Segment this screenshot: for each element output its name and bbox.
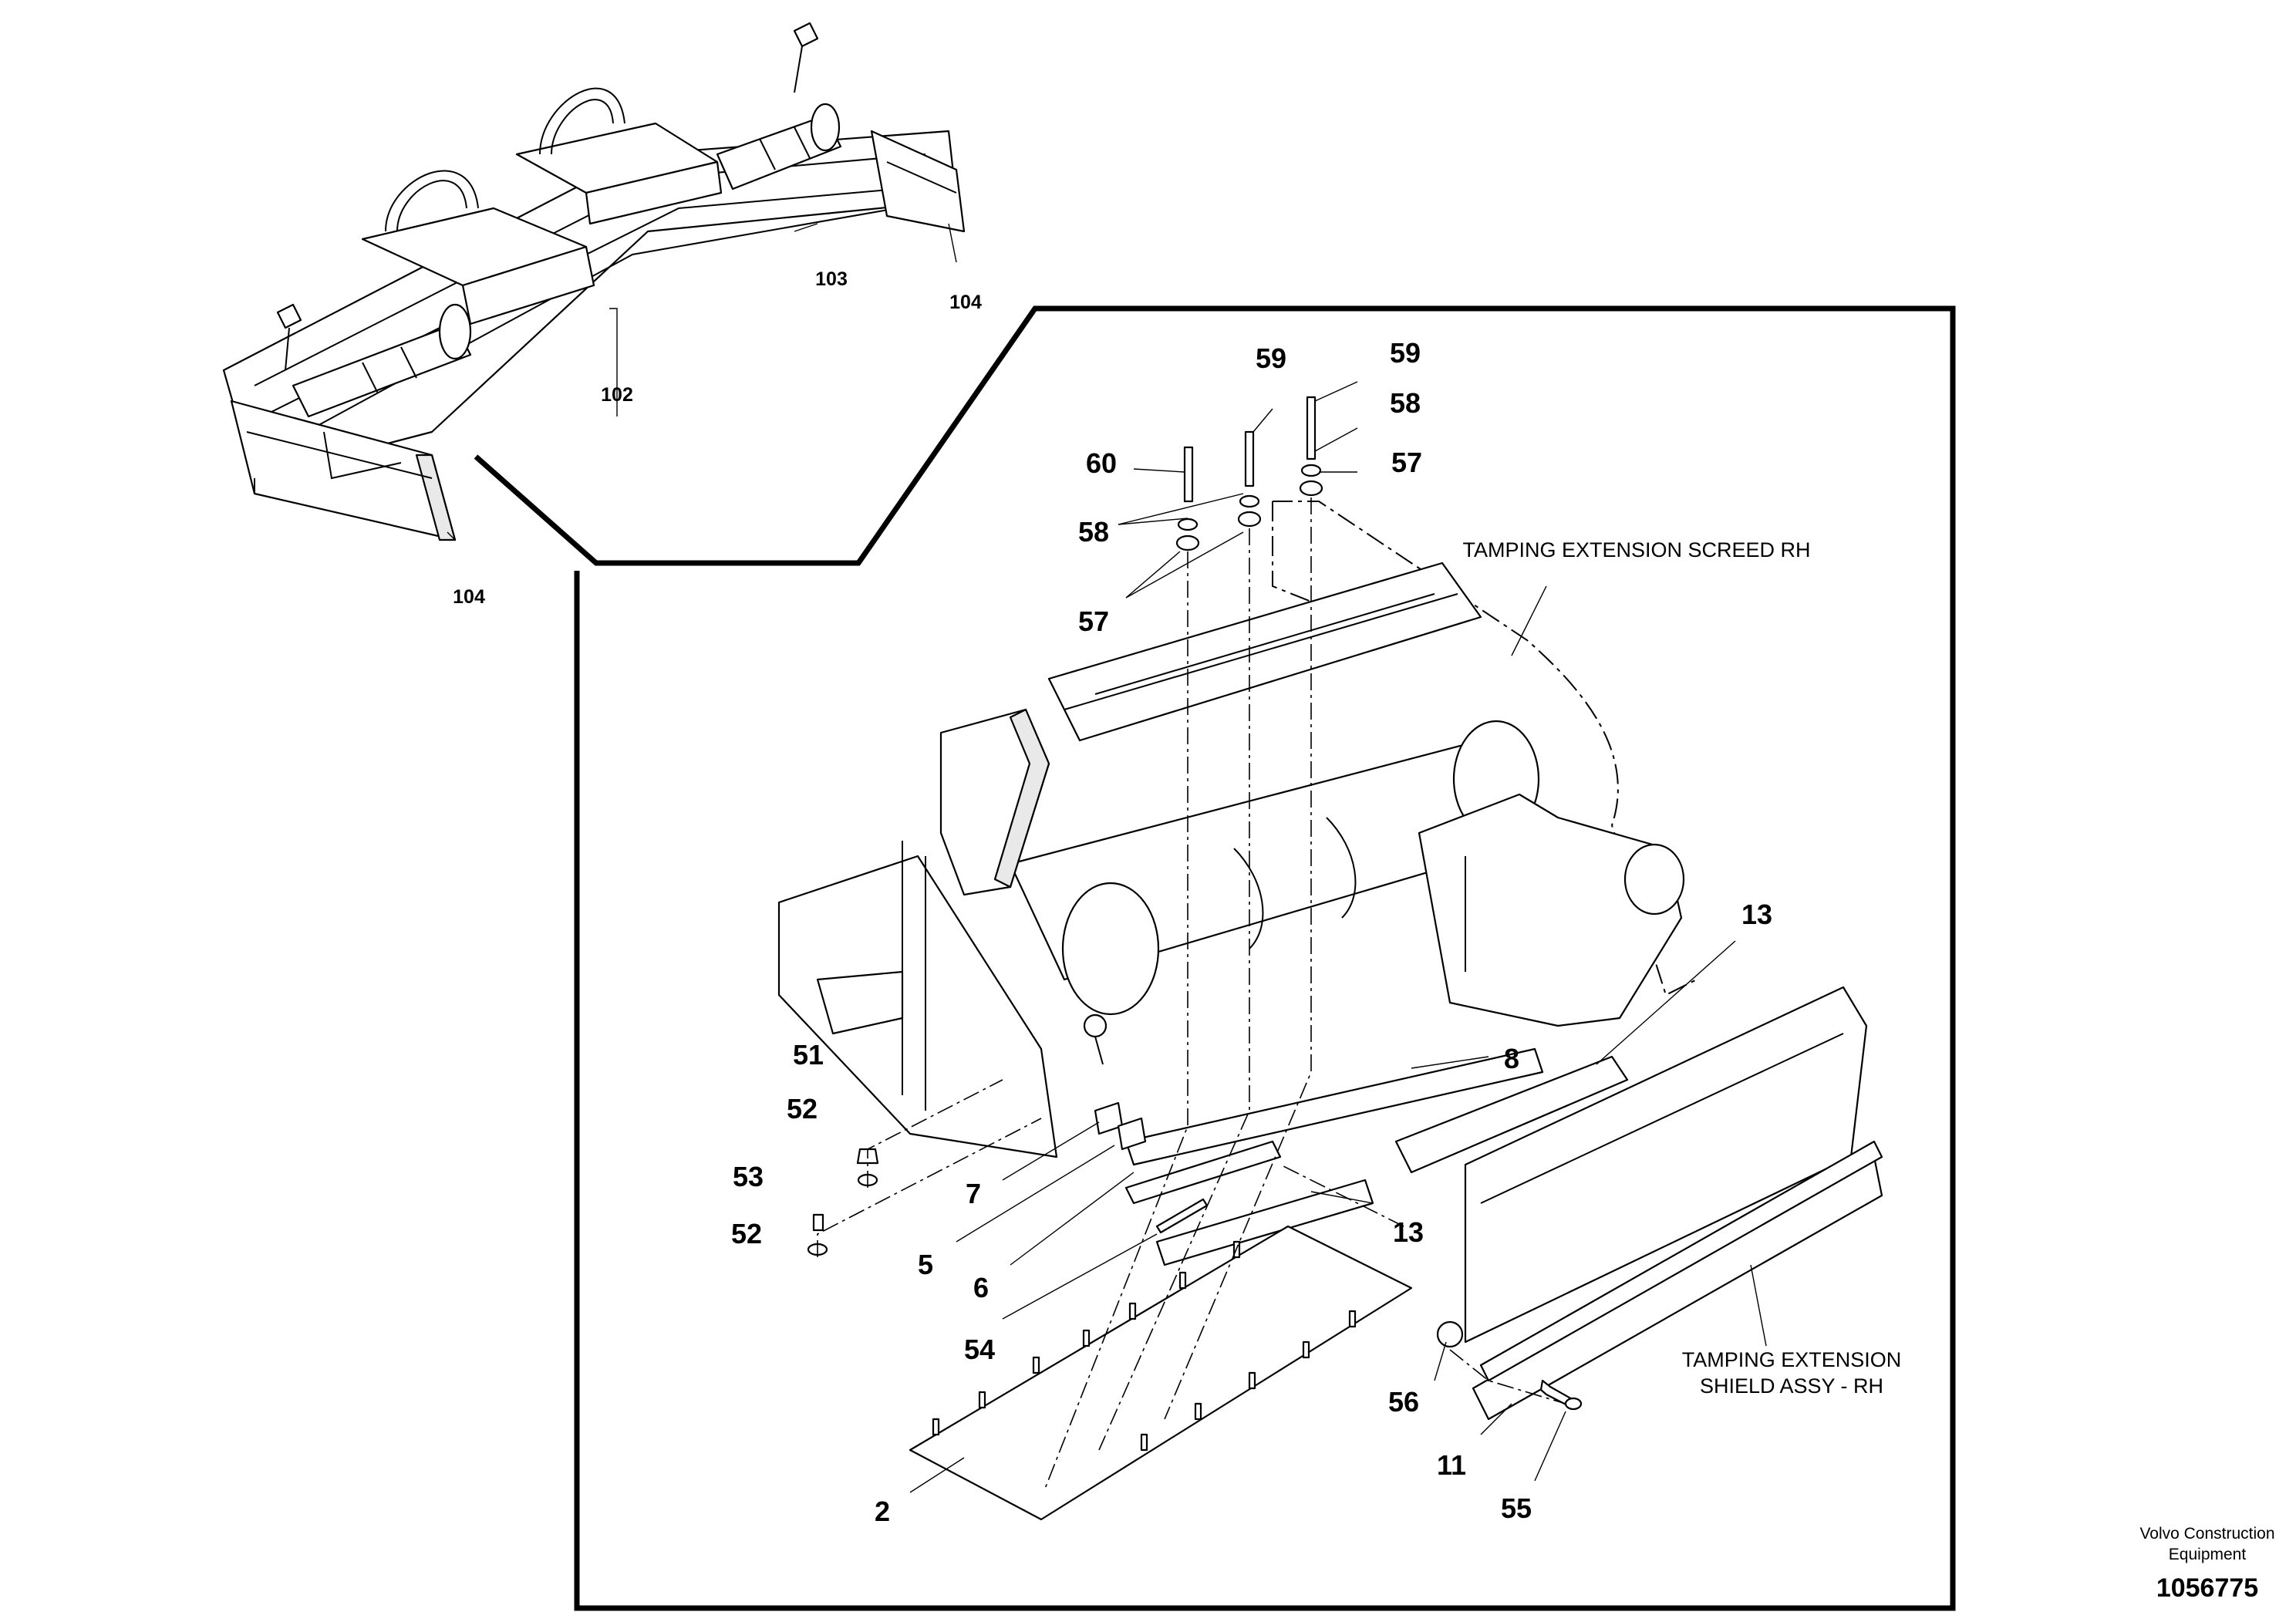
overview-callout-104-left: 104 <box>453 586 485 608</box>
callout-57-lower: 57 <box>1078 605 1109 637</box>
assembly-lines <box>817 497 1566 1489</box>
note-shield-line1: TAMPING EXTENSION <box>1682 1348 1902 1371</box>
screed-outline <box>1273 501 1698 996</box>
callout-13-right: 13 <box>1741 899 1772 930</box>
rail-8 <box>1124 1047 1544 1166</box>
callout-58-lower: 58 <box>1078 516 1109 548</box>
callout-57-upper: 57 <box>1391 447 1422 478</box>
note-shield-line2: SHIELD ASSY - RH <box>1700 1374 1883 1398</box>
extension-shield <box>1464 986 1868 1344</box>
callout-7: 7 <box>966 1178 981 1209</box>
note-screed-rh: TAMPING EXTENSION SCREED RH <box>1462 538 1810 561</box>
callout-11: 11 <box>1437 1449 1466 1481</box>
overview-callout-103: 103 <box>815 268 848 290</box>
overview-callout-104-right: 104 <box>949 292 982 313</box>
callout-52-lower: 52 <box>731 1218 762 1249</box>
leader-lines <box>909 381 1767 1493</box>
callout-52-upper: 52 <box>787 1093 818 1125</box>
callout-51: 51 <box>793 1039 824 1071</box>
callout-56: 56 <box>1388 1386 1419 1418</box>
overview-callout-102: 102 <box>601 384 633 406</box>
callout-55: 55 <box>1501 1492 1532 1524</box>
overview-screed-assembly <box>222 22 966 541</box>
bottom-plate-2 <box>909 1225 1413 1521</box>
document-number: 1056775 <box>2156 1573 2258 1603</box>
callout-59-right: 59 <box>1390 337 1421 369</box>
publisher-line1: Volvo Construction <box>2139 1525 2274 1543</box>
publisher-line2: Equipment <box>2169 1546 2247 1563</box>
callout-53: 53 <box>733 1161 764 1192</box>
callout-54: 54 <box>964 1334 995 1365</box>
shield-strip <box>1479 1140 1883 1382</box>
left-end-plate <box>777 855 1058 1158</box>
callout-59-left: 59 <box>1256 342 1286 374</box>
rail-13-right <box>1394 1055 1629 1174</box>
callout-2: 2 <box>875 1496 890 1527</box>
callout-58-upper: 58 <box>1390 387 1421 419</box>
callout-60: 60 <box>1086 447 1117 479</box>
detail-frame <box>474 305 1956 1611</box>
callout-6: 6 <box>973 1272 989 1303</box>
callout-5: 5 <box>918 1249 933 1280</box>
callout-13-left: 13 <box>1393 1216 1424 1248</box>
callout-8: 8 <box>1504 1043 1519 1074</box>
right-end-bracket <box>1418 793 1683 1027</box>
plate-studs <box>932 1240 1357 1452</box>
